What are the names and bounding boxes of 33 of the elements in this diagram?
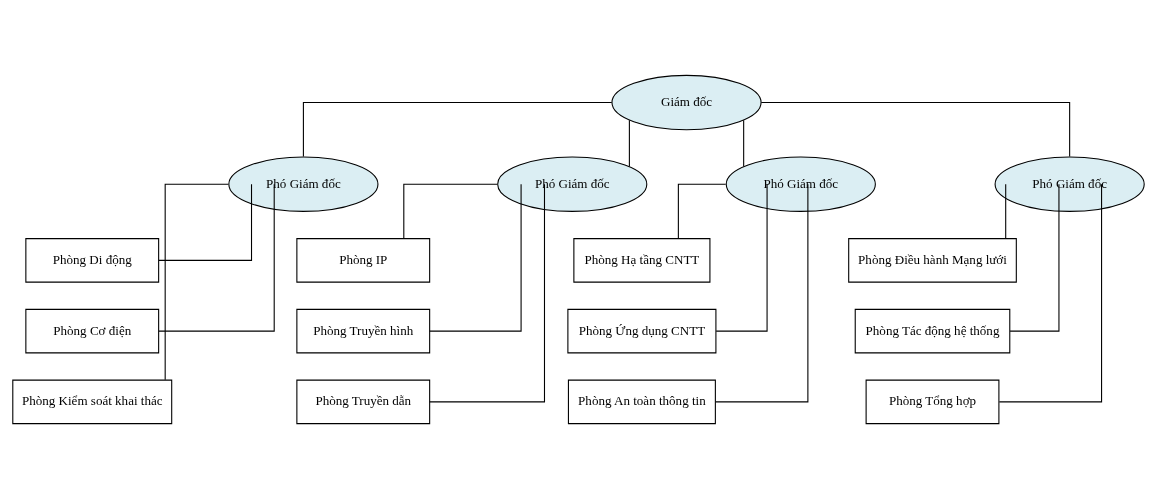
node-box: Phòng Cơ điện [25,308,160,353]
node-ellipse: Phó Giám đốc [497,155,648,212]
connector [998,183,1103,402]
connector [1005,183,1007,239]
connector [715,183,809,402]
node-ellipse: Phó Giám đốc [725,155,876,212]
node-box: Phòng Tác động hệ thống [854,308,1011,353]
connector [302,101,613,157]
node-box: Phòng Di động [25,237,160,283]
node-box: Phòng Kiểm soát khai thác [12,379,173,424]
connector [158,183,275,332]
connector [403,183,498,239]
node-box: Phòng Tổng hợp [865,379,1000,424]
connector [628,119,630,167]
connector [158,183,253,261]
connector [743,119,745,167]
connector [1009,183,1060,332]
node-ellipse: Giám đốc [611,74,762,130]
node-box: Phòng Truyền hình [296,308,431,353]
node-ellipse: Phó Giám đốc [994,155,1145,212]
connector [760,101,1071,157]
connector [164,183,229,380]
node-box: Phòng IP [296,237,431,283]
node-box: Phòng Truyền dẫn [296,379,431,424]
node-box: Phòng Hạ tầng CNTT [573,237,711,283]
connector [715,183,768,332]
connector [677,183,727,239]
node-box: Phòng Điều hành Mạng lưới [848,237,1017,283]
node-box: Phòng Ứng dụng CNTT [567,308,717,353]
connector [429,183,546,402]
node-ellipse: Phó Giám đốc [228,155,379,212]
connector [429,183,522,332]
node-box: Phòng An toàn thông tin [567,379,716,424]
